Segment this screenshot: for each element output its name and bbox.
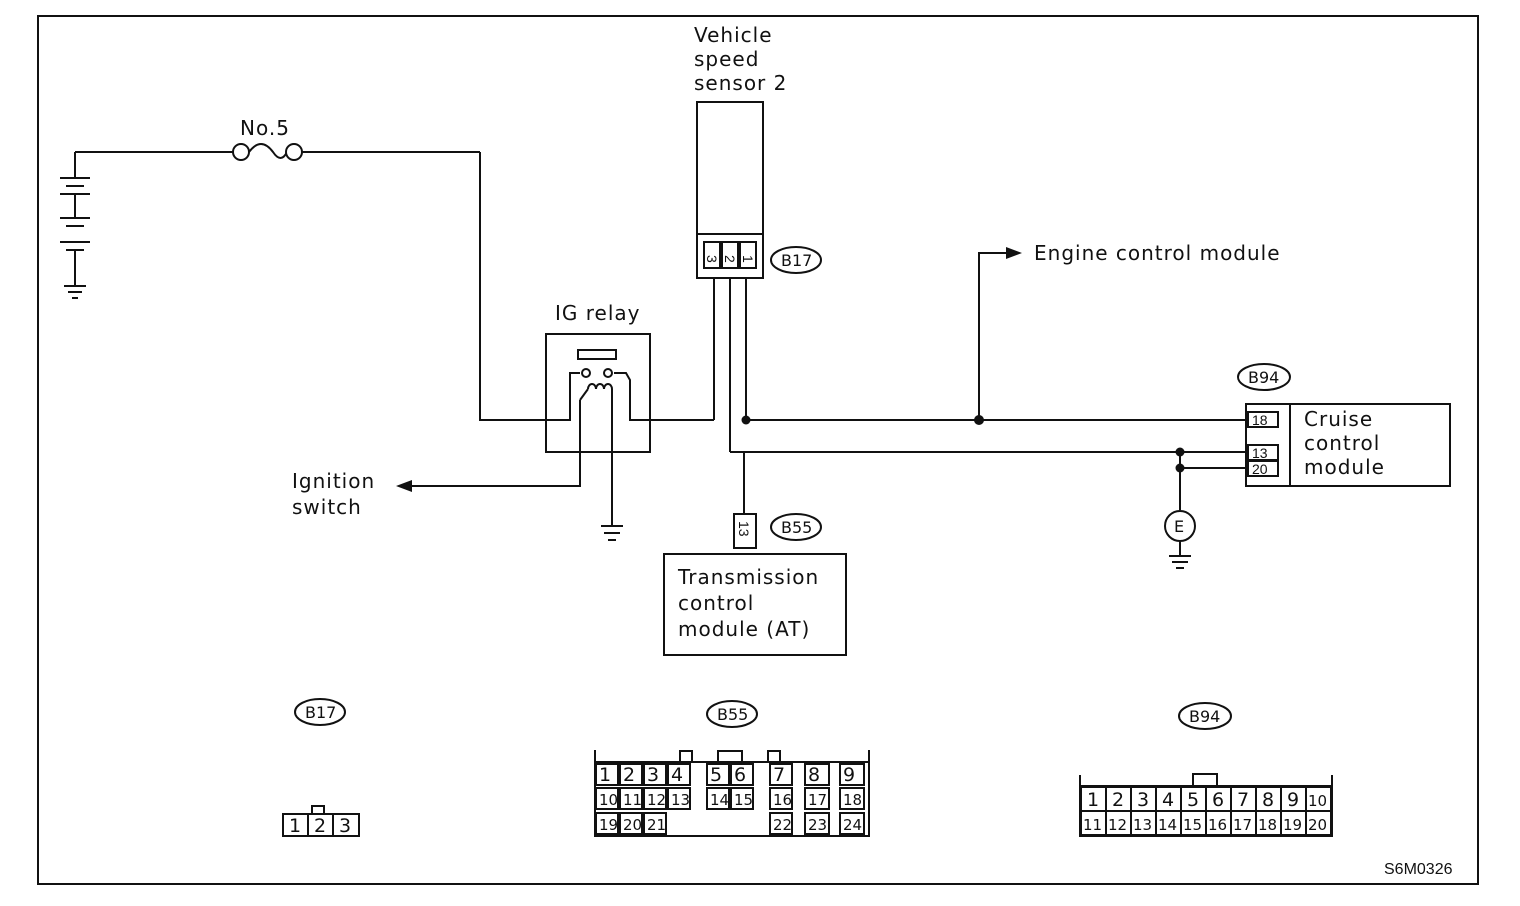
- b55-pin: 20: [623, 816, 642, 834]
- ccm-label-3: module: [1304, 455, 1385, 479]
- vss-pin-2: 2: [722, 255, 738, 263]
- b94-pin: 19: [1283, 816, 1302, 834]
- b94-pin: 2: [1112, 789, 1124, 811]
- vss-label-1: Vehicle: [694, 23, 773, 47]
- b55-pin: 16: [773, 791, 792, 809]
- svg-text:3: 3: [339, 815, 351, 837]
- fuse-no5: No.5: [75, 116, 480, 161]
- b55-pin: 12: [647, 791, 666, 809]
- ig-relay: IG relay: [545, 301, 651, 453]
- b94-pin: 9: [1287, 789, 1299, 811]
- b55-pin: 14: [710, 791, 729, 809]
- b55-pin: 2: [623, 764, 635, 786]
- b55-pin: 21: [647, 816, 666, 834]
- transmission-control-module: Transmission control module (AT): [663, 553, 847, 656]
- svg-text:B55: B55: [717, 705, 748, 724]
- b94-pin: 3: [1137, 789, 1149, 811]
- b55-pin: 3: [647, 764, 659, 786]
- tcm-label-1: Transmission: [677, 565, 819, 589]
- ecm-label: Engine control module: [1034, 241, 1281, 265]
- b94-pin-18: 18: [1252, 412, 1268, 428]
- b55-pin: 24: [843, 816, 862, 834]
- b94-pin: 11: [1083, 816, 1102, 834]
- b55-pin: 17: [808, 791, 827, 809]
- svg-text:2: 2: [314, 815, 326, 837]
- wire-to-ecm: [978, 252, 1006, 420]
- b55-pin: 1: [599, 764, 611, 786]
- wire-fuse-to-relay: [479, 152, 546, 421]
- ignition-label-1: Ignition: [292, 469, 375, 493]
- b94-pin: 8: [1262, 789, 1274, 811]
- b55-pin: 6: [734, 764, 746, 786]
- connector-view-b17: B17 1 2 3: [282, 698, 360, 837]
- b94-pin: 5: [1187, 789, 1199, 811]
- svg-text:B17: B17: [781, 251, 812, 270]
- relay-ground: [601, 452, 623, 541]
- vss-label-2: speed: [694, 47, 759, 71]
- b94-pin: 15: [1183, 816, 1202, 834]
- b94-pin: 10: [1308, 792, 1327, 810]
- b94-pin: 6: [1212, 789, 1224, 811]
- b55-pin: 4: [671, 764, 683, 786]
- b55-pin: 7: [773, 764, 785, 786]
- b55-pin: 19: [599, 816, 618, 834]
- b55-pin: 11: [623, 791, 642, 809]
- b94-pin: 1: [1087, 789, 1099, 811]
- svg-text:B94: B94: [1248, 368, 1279, 387]
- ground-e-symbol: E: [1164, 510, 1196, 569]
- b94-pin-13: 13: [1252, 445, 1268, 461]
- b94-pin: 7: [1237, 789, 1249, 811]
- arrow-ecm: [1006, 247, 1022, 259]
- connector-tag-b17: B17: [770, 246, 822, 274]
- ccm-label-1: Cruise: [1304, 407, 1373, 431]
- vss-pin-3: 3: [704, 255, 720, 263]
- vehicle-speed-sensor: Vehicle speed sensor 2 3 2 1: [694, 23, 787, 279]
- figure-code: S6M0326: [1384, 861, 1453, 878]
- svg-text:13: 13: [736, 521, 752, 537]
- b55-pin: 10: [599, 791, 618, 809]
- b55-pin: 8: [808, 764, 820, 786]
- tcm-label-3: module (AT): [678, 617, 810, 641]
- svg-text:1: 1: [289, 815, 301, 837]
- b55-pin: 15: [734, 791, 753, 809]
- tcm-label-2: control: [678, 591, 754, 615]
- svg-text:B17: B17: [305, 703, 336, 722]
- b94-pin-20: 20: [1252, 461, 1268, 477]
- b94-pin: 17: [1233, 816, 1252, 834]
- vss-label-3: sensor 2: [694, 71, 787, 95]
- b55-pin: 18: [843, 791, 862, 809]
- b94-pin: 14: [1158, 816, 1177, 834]
- b55-pin: 9: [843, 764, 855, 786]
- vss-pin-1: 1: [740, 255, 756, 263]
- ccm-label-2: control: [1304, 431, 1380, 455]
- b94-pin: 13: [1133, 816, 1152, 834]
- wire-relay-to-ignition: [412, 400, 581, 487]
- tcm-connector-b55: 13 B55: [733, 513, 822, 549]
- fuse-label: No.5: [240, 116, 290, 140]
- svg-text:B55: B55: [781, 518, 812, 537]
- ignition-label-2: switch: [292, 495, 362, 519]
- svg-text:E: E: [1174, 517, 1184, 536]
- cruise-control-module: Cruise control module: [1289, 403, 1451, 487]
- b55-pin: 5: [710, 764, 722, 786]
- b94-pin: 4: [1162, 789, 1174, 811]
- b94-pin: 16: [1208, 816, 1227, 834]
- b55-pin: 13: [671, 791, 690, 809]
- b94-pin: 12: [1108, 816, 1127, 834]
- b94-pin: 20: [1308, 816, 1327, 834]
- b94-pin: 18: [1258, 816, 1277, 834]
- svg-text:B94: B94: [1189, 707, 1220, 726]
- diagram-frame: [37, 15, 1479, 885]
- b55-pin: 22: [773, 816, 792, 834]
- arrow-ignition: [396, 480, 412, 492]
- ig-relay-label: IG relay: [555, 301, 641, 325]
- b55-pin: 23: [808, 816, 827, 834]
- battery-symbol: [60, 152, 90, 299]
- cruise-control-connector-b94: B94 18 13 20: [1237, 363, 1291, 487]
